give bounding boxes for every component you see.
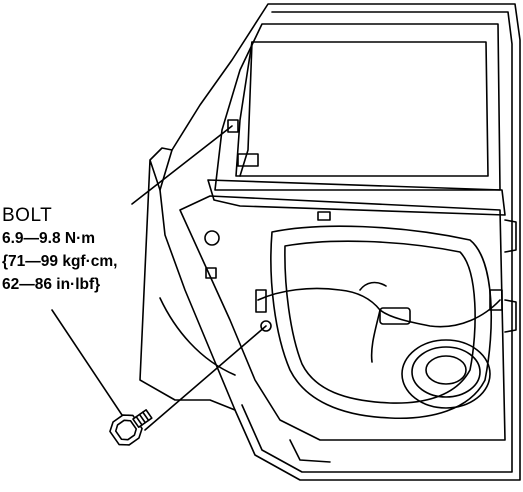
leader-line-lower xyxy=(51,309,125,419)
leader-line-bolt xyxy=(144,325,267,431)
wiring-harness-branch xyxy=(359,281,387,363)
leader-line-upper xyxy=(131,125,233,205)
wiring-harness xyxy=(257,287,501,328)
door-rear-panel xyxy=(139,147,236,411)
bolt-label: BOLT xyxy=(2,205,53,226)
window-frame-inner xyxy=(235,41,489,177)
speaker-center xyxy=(425,355,467,385)
door-outer-frame xyxy=(159,3,521,481)
torque-nm: 6.9—9.8 N·m xyxy=(2,230,96,247)
harness-clip-left xyxy=(255,289,267,313)
panel-tab-upper xyxy=(317,211,331,221)
upper-bolt-hole xyxy=(227,119,239,133)
door-hinge-edge xyxy=(504,219,517,333)
torque-kgfcm: {71—99 kgf·cm, xyxy=(2,253,118,270)
bolt-callout: BOLT 6.9—9.8 N·m {71—99 kgf·cm, 62—86 in… xyxy=(2,204,117,296)
harness-connector xyxy=(379,307,411,325)
window-clip xyxy=(237,153,259,167)
panel-tab xyxy=(205,267,217,279)
harness-clip xyxy=(489,289,503,311)
door-bottom-curve xyxy=(159,297,236,376)
torque-inlbf: 62—86 in·lbf} xyxy=(2,276,101,293)
bolt-icon xyxy=(109,409,153,446)
window-frame-outer xyxy=(214,23,501,191)
door-outer-frame-inner-edge xyxy=(241,11,513,473)
speaker-middle xyxy=(411,346,481,398)
service-hole-inner-lip xyxy=(284,240,476,404)
inner-door-panel xyxy=(179,195,506,441)
speaker-outer xyxy=(401,339,491,409)
lower-bolt-hole xyxy=(260,320,272,332)
rod-lower xyxy=(289,439,331,463)
panel-hole xyxy=(204,230,220,246)
service-hole xyxy=(270,225,493,420)
window-glass-divider xyxy=(239,41,253,177)
